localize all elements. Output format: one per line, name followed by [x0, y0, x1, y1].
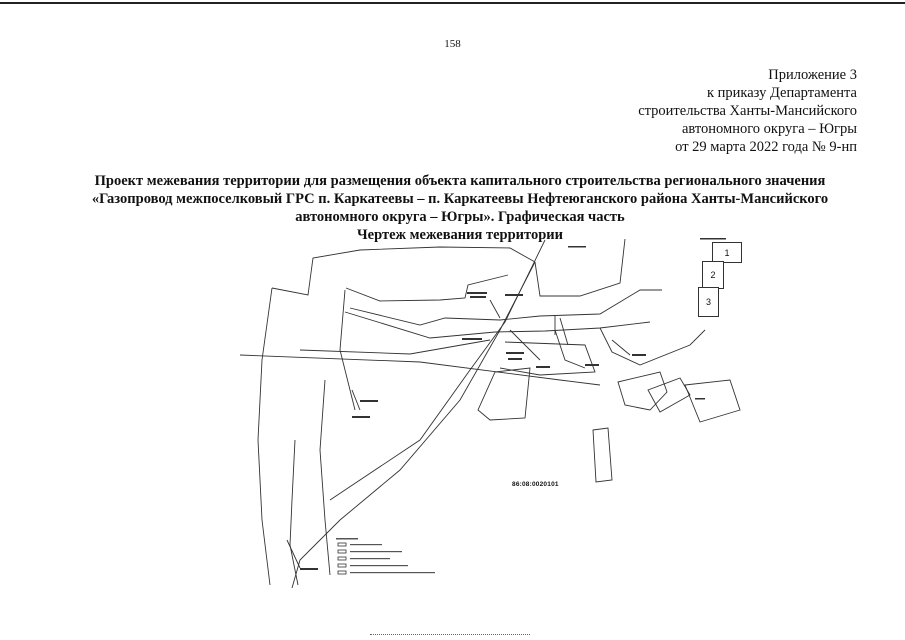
sheet-index-box: 1: [712, 242, 742, 263]
appendix-line: к приказу Департамента: [706, 85, 857, 101]
map-annotation: [695, 398, 705, 400]
appendix-line: автономного округа – Югры: [681, 121, 857, 137]
map-line: [339, 289, 356, 411]
legend-text: [350, 565, 408, 567]
leader-line: [509, 329, 541, 361]
sheet-label: 2: [710, 270, 716, 280]
legend-text: [350, 544, 382, 546]
map-legend: [337, 542, 347, 575]
map-boundary: [534, 238, 626, 297]
map-annotation: [462, 338, 482, 340]
bottom-dotted-line: [370, 634, 530, 635]
leader-line: [286, 539, 301, 569]
title-line: автономного округа – Югры». Графическая …: [295, 209, 625, 225]
pipeline-line: [239, 354, 601, 386]
map-boundary: [345, 274, 509, 302]
map-annotation: [505, 294, 523, 296]
map-annotation: [300, 568, 318, 570]
map-boundary: [271, 246, 536, 296]
leader-line: [611, 339, 631, 356]
pipeline-line: [299, 339, 491, 355]
map-annotation: [352, 416, 370, 418]
map-parcel: [647, 377, 691, 413]
appendix-line: строительства Ханты-Мансийского: [638, 103, 857, 119]
map-parcel: [617, 371, 668, 411]
map-annotation: [632, 354, 646, 356]
sheet-label: 3: [705, 297, 711, 307]
map-annotation: [506, 352, 524, 354]
map-line: [289, 439, 299, 586]
map-parcel: [684, 379, 741, 423]
map-annotation: [568, 246, 586, 248]
appendix-line: от 29 марта 2022 года № 9-нп: [675, 139, 857, 155]
title-line: «Газопровод межпоселковый ГРС п. Каркате…: [91, 191, 829, 207]
legend-text: [350, 572, 435, 574]
map-parcel: [499, 341, 596, 376]
top-border-line: [0, 2, 905, 4]
map-annotation: [585, 364, 599, 366]
map-boundary: [349, 289, 662, 326]
sheet-index-box: 3: [698, 287, 719, 317]
map-boundary: [257, 287, 273, 586]
map-boundary: [599, 327, 706, 366]
map-annotation: [467, 292, 487, 294]
leader-line: [554, 329, 586, 369]
map-parcel: [559, 317, 569, 346]
map-line: [319, 379, 331, 576]
pipeline-line: [291, 261, 536, 589]
appendix-block: Приложение 3 к приказу Департамента стро…: [638, 66, 857, 156]
legend-text: [350, 551, 402, 553]
page-number: 158: [444, 38, 461, 50]
map-annotation: [536, 366, 550, 368]
sheet-label: 1: [724, 247, 730, 258]
map-annotation: [700, 238, 726, 240]
map-parcel: [592, 427, 613, 483]
map-annotation: [470, 296, 486, 298]
legend-text: [350, 558, 390, 560]
leader-line: [489, 299, 501, 319]
title-line: Проект межевания территории для размещен…: [94, 173, 826, 189]
sheet-index-box: 2: [702, 261, 724, 289]
legend-text: [336, 538, 358, 540]
title-line: Чертеж межевания территории: [357, 227, 563, 243]
map-annotation: [508, 358, 522, 360]
document-title: Проект межевания территории для размещен…: [60, 172, 860, 244]
map-parcel: [477, 367, 531, 421]
cadastral-number: 86:08:0020101: [512, 481, 559, 488]
leader-line: [351, 389, 361, 411]
appendix-line: Приложение 3: [768, 67, 857, 83]
map-boundary: [344, 311, 651, 339]
map-annotation: [360, 400, 378, 402]
